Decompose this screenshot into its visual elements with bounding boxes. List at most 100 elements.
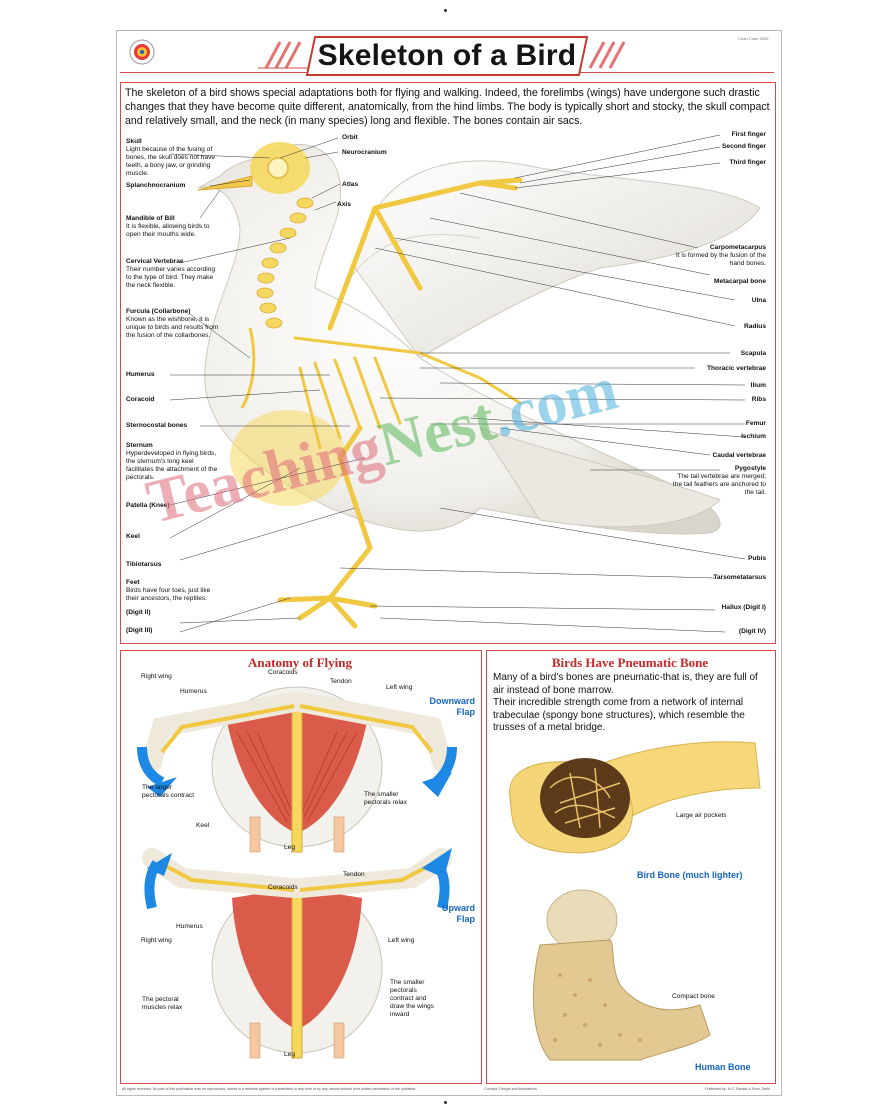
left-label-splanchnocranium: Splanchnocranium [126,182,222,190]
footer-credits: Concept, Design and Illustrations [484,1087,537,1091]
publisher-logo [129,39,155,65]
label-description: Light because of the fusing of bones, th… [126,146,216,177]
label-description: Their number varies according to the typ… [126,266,216,289]
flying-down-label-keel: Keel [196,822,210,829]
flying-up-label-humerus: Humerus [176,923,203,930]
anatomy-of-flying-title: Anatomy of Flying [248,655,352,670]
label-name: Scapula [740,350,766,357]
flying-up-label-pectoral-relax: The pectoral muscles relax [142,996,183,1011]
top-marker [444,9,447,12]
label-name: Feet [126,579,140,586]
downward-flap-illustration [137,686,457,853]
right-label-femur: Femur [670,420,766,428]
right-label-ilium: Ilium [670,382,766,390]
intro-text: The skeleton of a bird shows special ada… [125,87,770,127]
title-stripes-left [258,41,312,69]
left-label-humerus: Humerus [126,371,222,379]
large-air-pockets-label: Large air pockets [676,812,727,819]
upward-flap-label: Upward Flap [441,903,475,924]
label-name: (Digit IV) [738,628,766,635]
label-name: Sternocostal bones [126,422,188,429]
label-description: Known as the wishbone, it is unique to b… [126,316,219,339]
left-label-sternocostal-bones: Sternocostal bones [126,422,222,430]
bird-skeleton-illustration [197,142,761,629]
label-name: Mandible of Bill [126,215,175,222]
label-name: Pygostyle [734,465,766,472]
label-axis: Axis [337,201,351,208]
label-name: Pubis [748,555,766,562]
right-label-pubis: Pubis [670,555,766,563]
flying-up-label-left-wing: Left wing [388,937,415,944]
right-label-scapula: Scapula [670,350,766,358]
label-name: (Digit II) [126,609,151,616]
anatomy-of-flying-panel [120,650,482,1084]
flying-down-label-smaller-pectorals: The smaller pectorals relax [364,791,407,806]
upward-flap-illustration [142,848,452,1059]
label-name: Caudal vertebrae [712,452,766,459]
right-label-thoracic-vertebrae: Thoracic vertebrae [670,365,766,373]
pneumatic-bone-text: Many of a bird's bones are pneumatic-tha… [493,672,758,733]
bottom-marker [444,1101,447,1104]
human-bone-illustration [532,889,711,1061]
left-label-digit-ii: (Digit II) [126,609,222,617]
flying-down-label-coracoids: Coracoids [268,669,298,676]
label-name: Ischium [741,433,766,440]
right-label-third-finger: Third finger [670,159,766,167]
label-atlas: Atlas [342,181,359,188]
flying-up-label-coracoids: Coracoids [268,884,298,891]
flying-down-label-leg: Leg [284,844,296,851]
right-label-hallux-digit-i: Hallux (Digit I) [670,604,766,612]
label-name: Metacarpal bone [713,278,766,285]
pneumatic-bone-title: Birds Have Pneumatic Bone [551,655,709,670]
left-label-tibiotarsus: Tibiotarsus [126,561,222,569]
page-title: Skeleton of a Bird [317,39,577,72]
label-name: Ulna [751,297,766,304]
label-name: (Digit III) [126,627,153,634]
skeleton-panel [120,82,776,644]
leader-lines [169,134,746,633]
label-name: Hallux (Digit I) [721,604,766,611]
right-label-ulna: Ulna [670,297,766,305]
right-label-digit-iv: (Digit IV) [670,628,766,636]
compact-bone-label: Compact bone [672,993,715,1000]
flying-up-label-tendon: Tendon [343,871,365,878]
title-stripes-right [588,41,626,69]
label-name: Radius [744,323,766,330]
pneumatic-bone-panel [486,650,776,1084]
right-label-tarsometatarsus: Tarsometatarsus [670,574,766,582]
flying-up-label-leg: Leg [284,1051,296,1058]
label-name: Thoracic vertebrae [706,365,766,372]
downward-flap-label: Downward Flap [429,696,475,717]
label-name: Tibiotarsus [126,561,162,568]
label-description: It is flexible, allowing birds to open t… [126,223,210,238]
left-label-digit-iii: (Digit III) [126,627,222,635]
right-label-metacarpal-bone: Metacarpal bone [670,278,766,286]
label-orbit: Orbit [342,134,358,141]
label-name: Sternum [126,442,153,449]
label-name: Second finger [722,143,766,150]
flying-up-label-smaller-pectorals: The smaller pectorals contract and draw … [390,979,434,1018]
left-label-keel: Keel [126,533,222,541]
human-bone-caption: Human Bone [695,1062,751,1072]
label-name: Carpometacarpus [709,244,766,251]
label-name: Ribs [751,396,766,403]
label-neurocranium: Neurocranium [342,149,387,156]
label-name: Patella (Knee) [126,502,170,509]
label-description: It is formed by the fusion of the hand b… [675,252,766,267]
label-name: Third finger [729,159,766,166]
bird-bone-illustration [509,741,761,854]
flying-up-label-right-wing: Right wing [141,937,172,944]
right-label-second-finger: Second finger [670,143,766,151]
bird-bone-caption: Bird Bone (much lighter) [637,870,743,880]
right-label-radius: Radius [670,323,766,331]
left-label-patella-knee: Patella (Knee) [126,502,222,510]
flying-down-label-right-wing: Right wing [141,673,172,680]
label-name: Humerus [126,371,155,378]
right-label-first-finger: First finger [670,131,766,139]
label-name: Cervical Vertebrae [126,258,184,265]
